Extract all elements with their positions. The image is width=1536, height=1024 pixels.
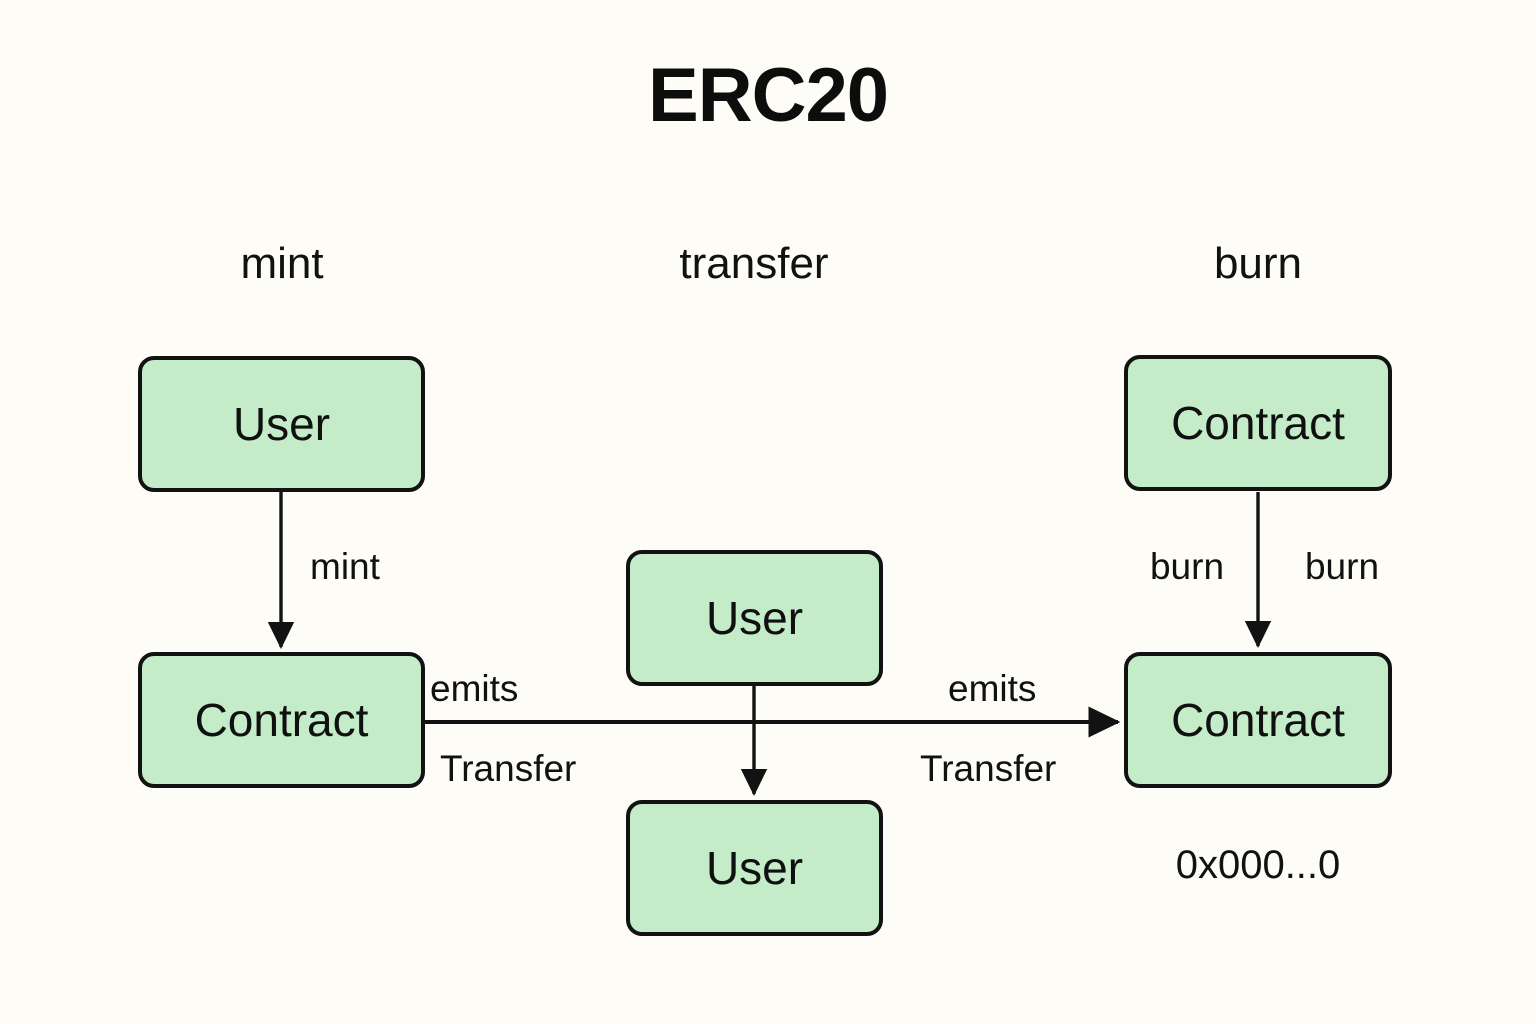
edge-label-transfer-right: Transfer xyxy=(920,748,1057,789)
edge-label-burn-left: burn xyxy=(1149,546,1225,587)
node-burn-contract-top[interactable]: Contract xyxy=(1124,355,1392,491)
node-mint-user[interactable]: User xyxy=(138,356,425,492)
column-header-transfer: transfer xyxy=(679,239,829,288)
column-header-mint: mint xyxy=(240,239,324,288)
edge-label-mint: mint xyxy=(310,546,380,587)
edge-label-emits-right: emits xyxy=(948,668,1037,709)
zero-address-label: 0x000...0 xyxy=(1175,843,1341,887)
edge-label-burn-right: burn xyxy=(1304,546,1380,587)
node-transfer-user-from[interactable]: User xyxy=(626,550,883,686)
node-transfer-user-to[interactable]: User xyxy=(626,800,883,936)
edge-label-transfer-left: Transfer xyxy=(440,748,577,789)
column-header-burn: burn xyxy=(1213,239,1303,288)
page-title: ERC20 xyxy=(648,53,889,138)
node-mint-contract[interactable]: Contract xyxy=(138,652,425,788)
edge-label-emits-left: emits xyxy=(430,668,519,709)
node-burn-contract-bottom[interactable]: Contract xyxy=(1124,652,1392,788)
